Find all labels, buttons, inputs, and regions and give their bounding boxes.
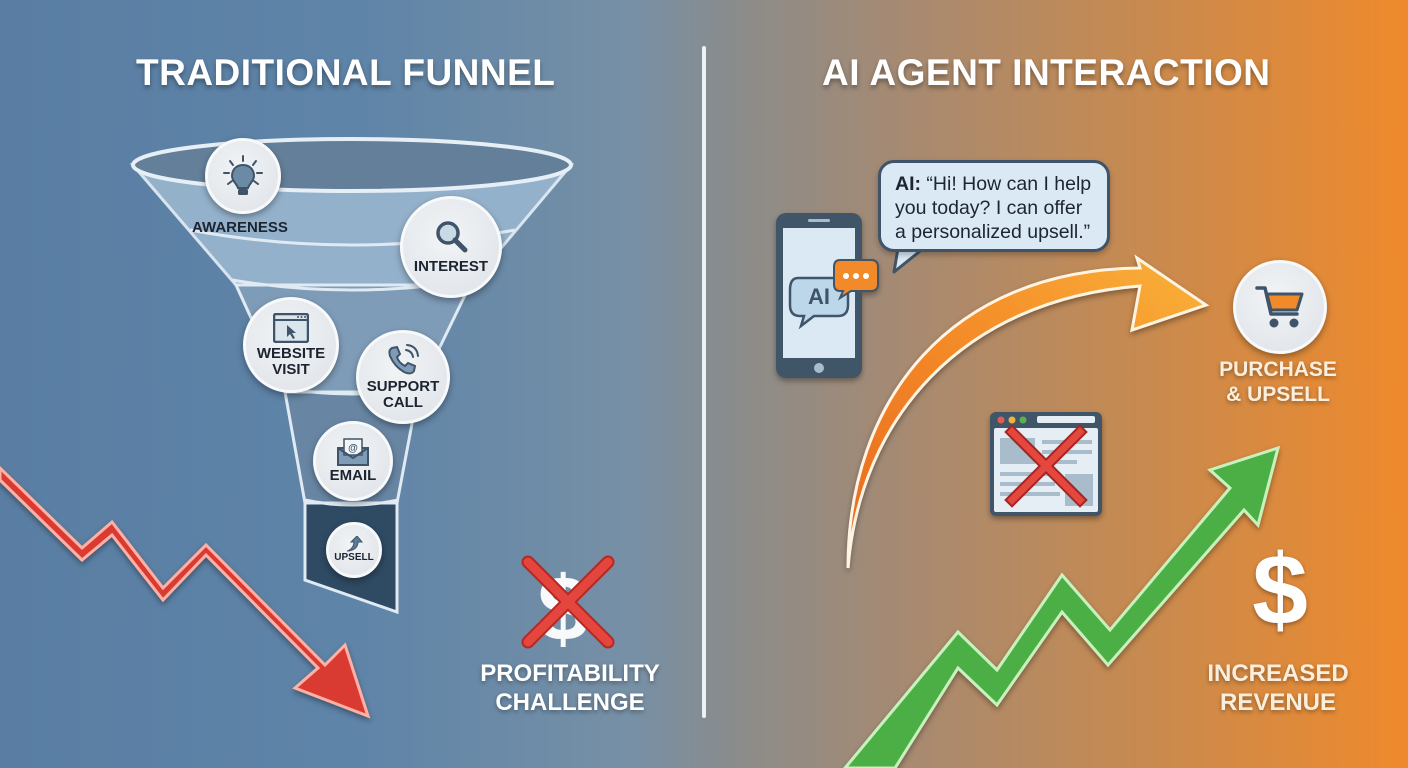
revenue-caption-line1: INCREASED: [1207, 660, 1349, 687]
funnel-stage-website-visit: WEBSITE VISIT: [243, 297, 339, 393]
increased-revenue-caption: INCREASED REVENUE: [1198, 660, 1358, 718]
website-visit-label: WEBSITE VISIT: [256, 344, 326, 378]
support-call-label-line2: CALL: [382, 393, 423, 411]
funnel-stage-interest: INTEREST: [400, 196, 502, 298]
chat-message: “Hi! How can I help you today? I can off…: [895, 173, 1092, 243]
purchase-caption-line1: PURCHASE: [1219, 358, 1337, 381]
purchase-caption-line2: & UPSELL: [1226, 383, 1330, 407]
magnifier-icon: [436, 221, 468, 253]
phone-icon: [388, 343, 419, 375]
purchase-upsell-badge: [1233, 260, 1327, 354]
upward-trend-arrow-icon: [843, 445, 1281, 768]
funnel-stage-upsell: UPSELL: [326, 522, 382, 578]
website-visit-label-line1: WEBSITE: [256, 344, 326, 362]
email-label: EMAIL: [329, 467, 377, 485]
lightbulb-icon: [223, 155, 263, 195]
svg-text:@: @: [348, 443, 358, 454]
smartphone-icon: [776, 213, 879, 378]
dollar-icon: $: [1252, 534, 1308, 646]
website-visit-label-line2: VISIT: [272, 360, 310, 378]
downward-trend-arrow-icon: [0, 465, 371, 719]
profitability-challenge-caption: PROFITABILITY CHALLENGE: [470, 660, 670, 718]
profitability-caption-line1: PROFITABILITY: [480, 660, 660, 687]
curved-growth-arrow-icon: [846, 254, 1210, 569]
funnel-stage-email: @ EMAIL: [313, 421, 393, 501]
traditional-funnel-title: TRADITIONAL FUNNEL: [136, 52, 556, 93]
chat-speaker: AI:: [895, 173, 921, 195]
section-divider: [702, 46, 706, 718]
interest-label: INTEREST: [413, 258, 489, 276]
purchase-upsell-caption: PURCHASE & UPSELL: [1198, 357, 1358, 407]
profitability-caption-line2: CHALLENGE: [495, 688, 645, 716]
funnel-stage-support-call: SUPPORT CALL: [356, 330, 450, 424]
revenue-caption-line2: REVENUE: [1219, 688, 1337, 716]
up-arrow-icon: [346, 536, 363, 552]
crossed-webpage-icon: [990, 412, 1102, 516]
crossed-dollar-icon: $: [521, 555, 615, 660]
browser-cursor-icon: [273, 312, 309, 343]
support-call-label: SUPPORT CALL: [366, 377, 440, 411]
awareness-label: AWARENESS: [192, 219, 288, 236]
upsell-label: UPSELL: [334, 552, 374, 564]
support-call-label-line1: SUPPORT: [366, 377, 440, 395]
ai-chat-bubble: AI: “Hi! How can I help you today? I can…: [878, 160, 1110, 252]
shopping-cart-icon: [1255, 286, 1304, 328]
phone-ai-badge: AI: [808, 284, 830, 309]
ai-agent-interaction-title: AI AGENT INTERACTION: [822, 52, 1271, 93]
funnel-stage-awareness: [205, 138, 281, 214]
envelope-icon: @: [337, 438, 369, 467]
